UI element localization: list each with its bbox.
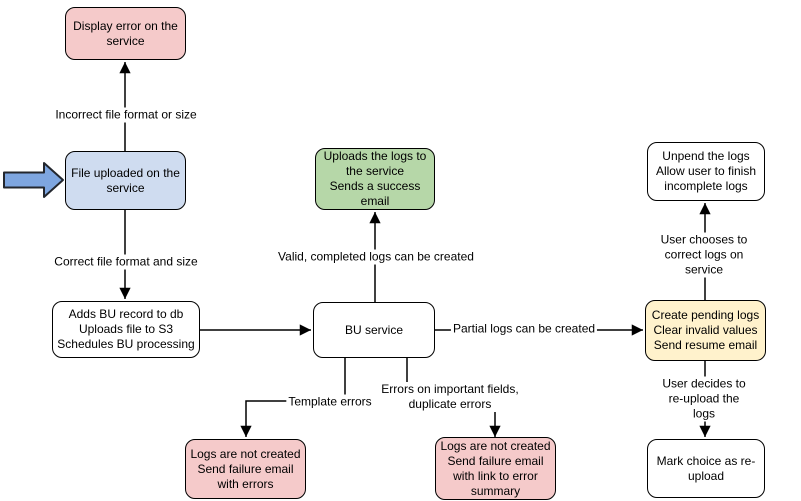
node-failure-template-errors: Logs are not created Send failure email … bbox=[185, 439, 306, 499]
node-failure-error-summary: Logs are not created Send failure email … bbox=[435, 437, 556, 500]
edge-label-user-chooses: User chooses to correct logs on service bbox=[655, 232, 753, 278]
edge-label-valid-logs: Valid, completed logs can be created bbox=[276, 249, 476, 265]
node-upload-success: Uploads the logs to the service Sends a … bbox=[315, 148, 435, 210]
edge-label-user-decides: User decides to re-upload the logs bbox=[655, 376, 753, 422]
node-bu-service: BU service bbox=[313, 302, 435, 358]
edge-label-incorrect-format: Incorrect file format or size bbox=[53, 107, 199, 123]
node-file-uploaded: File uploaded on the service bbox=[65, 151, 186, 210]
node-mark-reupload: Mark choice as re- upload bbox=[647, 439, 765, 498]
edge-label-correct-format: Correct file format and size bbox=[52, 254, 200, 270]
node-unpend-logs: Unpend the logs Allow user to finish inc… bbox=[647, 142, 765, 201]
node-display-error: Display error on the service bbox=[65, 7, 186, 60]
edge-label-partial-logs: Partial logs can be created bbox=[450, 321, 598, 337]
node-create-pending: Create pending logs Clear invalid values… bbox=[645, 300, 766, 361]
node-adds-bu-record: Adds BU record to db Uploads file to S3 … bbox=[52, 301, 200, 358]
edge-label-template-errors: Template errors bbox=[286, 394, 374, 410]
entry-fat-arrow-icon bbox=[3, 162, 64, 198]
edge-label-important-errors: Errors on important fields, duplicate er… bbox=[379, 382, 521, 412]
